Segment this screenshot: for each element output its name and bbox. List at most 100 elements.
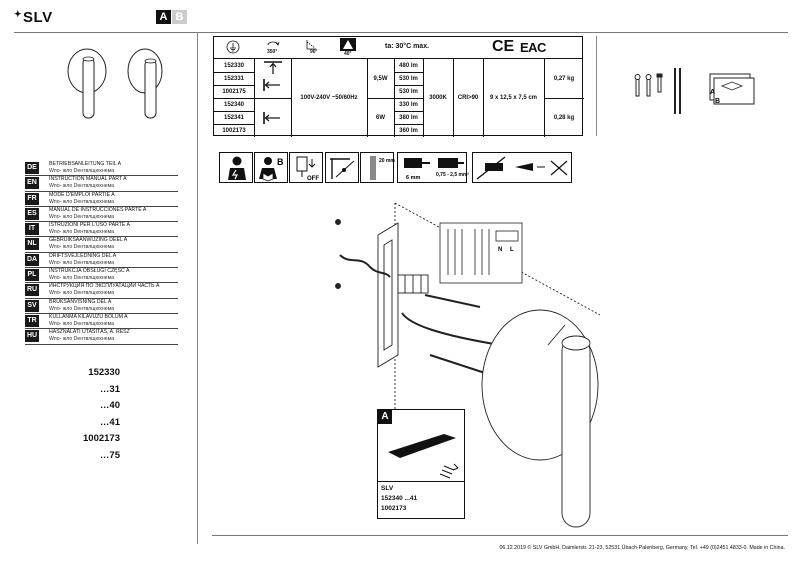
- power-off-icon: OFF: [289, 152, 323, 183]
- detail-article-extra: 1002173: [381, 505, 407, 512]
- mount-side-icon: [263, 79, 280, 91]
- grid-line: [453, 59, 454, 137]
- footer-rule: [212, 535, 788, 536]
- lang-code: RU: [25, 284, 39, 297]
- lang-title: MANUAL DE INSTRUCCIONES PARTE A: [49, 206, 147, 213]
- live-label: L: [510, 247, 514, 253]
- lang-subtitle: Wпо- жло Dентвлщюхнема: [49, 244, 115, 251]
- lang-code: DA: [25, 253, 39, 266]
- beam-label: 40°: [344, 51, 352, 57]
- article-cell: 1002175: [222, 88, 246, 95]
- article-cell: 152340: [223, 101, 245, 108]
- grid-line: [214, 98, 291, 99]
- article-number: 1002173: [83, 433, 120, 444]
- weight-a-cell: 0,27 kg: [553, 75, 575, 82]
- lang-code: IT: [25, 223, 39, 236]
- spec-table: 350° 90° 40° ta: 30°C max. CE EAC 152330…: [213, 36, 584, 137]
- lang-title: DRIFTSVEJLEDNING DEL A: [49, 252, 117, 259]
- lang-code: NL: [25, 238, 39, 251]
- lang-subtitle: Wпо- жло Dентвлщюхнема: [49, 259, 115, 266]
- lang-title: GEBRUIKSAANWIJZING DEEL A: [49, 237, 128, 244]
- lang-title: MODE D'EMPLOI PARTIE A: [49, 191, 115, 198]
- lumen-cell: 530 lm: [399, 75, 418, 82]
- wall-mount-icon: [325, 152, 359, 183]
- lang-subtitle: Wпо- жло Dентвлщюхнема: [49, 275, 115, 282]
- detail-separator: [378, 481, 464, 482]
- product-sketch-side: [127, 48, 163, 119]
- beam-angle-icon: [340, 38, 356, 51]
- strip-a-label: 20 mm: [379, 158, 395, 164]
- grid-line: [214, 111, 254, 112]
- wire-section-label: 0,75 - 2,5 mm²: [436, 172, 469, 178]
- ambient-temp: ta: 30°C max.: [385, 43, 430, 50]
- lumen-cell: 380 lm: [399, 114, 418, 121]
- rotate-icon: [267, 41, 280, 46]
- lang-subtitle: Wпо- жло Dентвлщюхнема: [49, 320, 115, 327]
- cri-cell: CRI>90: [457, 95, 479, 101]
- ground-icon: [226, 40, 240, 54]
- mount-up-icon: [264, 61, 282, 74]
- article-number: …40: [99, 400, 120, 411]
- lang-subtitle: Wпо- жло Dентвлщюхнема: [49, 305, 115, 312]
- brand-logo: ✦SLV: [14, 9, 53, 26]
- grid-line: [394, 72, 423, 73]
- article-number: 152330: [88, 367, 120, 378]
- wire-prep-icon: [472, 152, 572, 183]
- spec-icon-row: 350° 90° 40° ta: 30°C max. CE EAC: [214, 37, 582, 59]
- brand-name: SLV: [23, 9, 53, 26]
- pack-a-label: A: [710, 89, 715, 96]
- installation-diagram: N L: [335, 202, 601, 528]
- lang-subtitle: Wпо- жло Dентвлщюхнема: [49, 168, 115, 174]
- wire-strip-icon: 6 mm 0,75 - 2,5 mm²: [397, 152, 469, 183]
- eac-mark: EAC: [520, 40, 546, 55]
- lang-subtitle: Wпо- жло Dентвлщюхнема: [49, 183, 115, 190]
- cct-cell: 3000K: [429, 95, 447, 101]
- lang-code: PL: [25, 269, 39, 282]
- power-a-cell: 9,5W: [373, 75, 388, 82]
- lang-code: HU: [25, 330, 39, 343]
- article-cell: 152330: [223, 62, 245, 69]
- part-indicator: A B: [156, 10, 187, 24]
- lang-title: INSTRUKCJA OBSŁUGI CZĘŚĆ A: [49, 268, 130, 275]
- strip-length-icon: 20 mm: [360, 152, 395, 183]
- lumen-cell: 330 lm: [399, 101, 418, 108]
- voltage-cell: 100V-240V ~50/60Hz: [300, 95, 358, 101]
- lang-code: TR: [25, 314, 39, 327]
- top-rule: [14, 32, 788, 33]
- right-divider: [596, 36, 597, 136]
- lang-subtitle: Wпо- жло Dентвлщюхнема: [49, 290, 115, 297]
- part-a-badge: A: [156, 10, 171, 24]
- weight-b-cell: 0,28 kg: [553, 114, 575, 121]
- neutral-label: N: [498, 247, 502, 253]
- lumen-cell: 360 lm: [399, 127, 418, 134]
- manual-b-label: B: [277, 157, 284, 167]
- lang-title: BRUKSANVISNING DEL A: [49, 298, 112, 305]
- left-column-divider: [197, 32, 198, 544]
- off-label: OFF: [307, 176, 319, 182]
- tilt-label: 90°: [310, 49, 318, 55]
- read-manual-icon: B: [254, 152, 288, 183]
- lang-code: DE: [25, 162, 39, 174]
- grid-line: [367, 98, 423, 99]
- lang-code: ES: [25, 207, 39, 220]
- detail-articles: 152340 ...41: [381, 495, 418, 502]
- lang-title: INSTRUCTION MANUAL PART A: [49, 176, 127, 183]
- manual-pack-icon: A B: [709, 73, 755, 105]
- article-number: …41: [99, 416, 120, 428]
- detail-a-box: A SLV 152340 ...41 1002173: [377, 409, 465, 519]
- rotation-label: 350°: [267, 49, 278, 55]
- screws-accessory-icon: [634, 68, 681, 114]
- product-sketch-front: [67, 48, 107, 119]
- grid-line: [423, 59, 424, 137]
- lang-subtitle: Wпо- жло Dентвлщюхнема: [49, 213, 115, 220]
